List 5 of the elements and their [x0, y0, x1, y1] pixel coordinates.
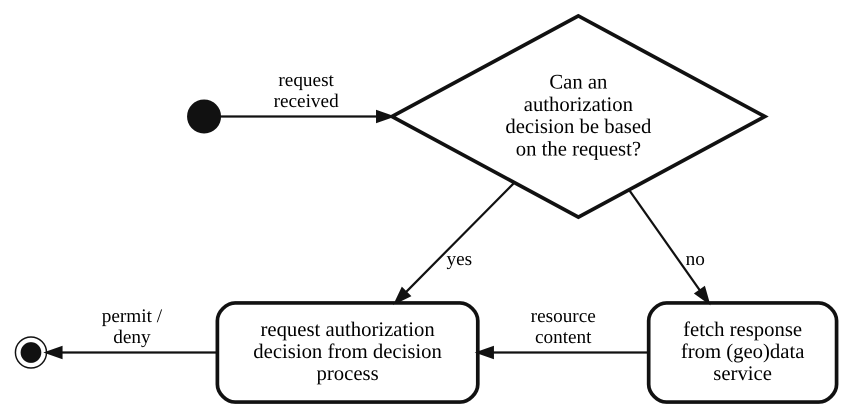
- edge-label: yes: [446, 249, 472, 270]
- edge-label: request received: [273, 70, 338, 112]
- edge-label: no: [685, 249, 704, 270]
- edge-label: resource content: [530, 306, 596, 348]
- edge-label: permit / deny: [101, 306, 162, 348]
